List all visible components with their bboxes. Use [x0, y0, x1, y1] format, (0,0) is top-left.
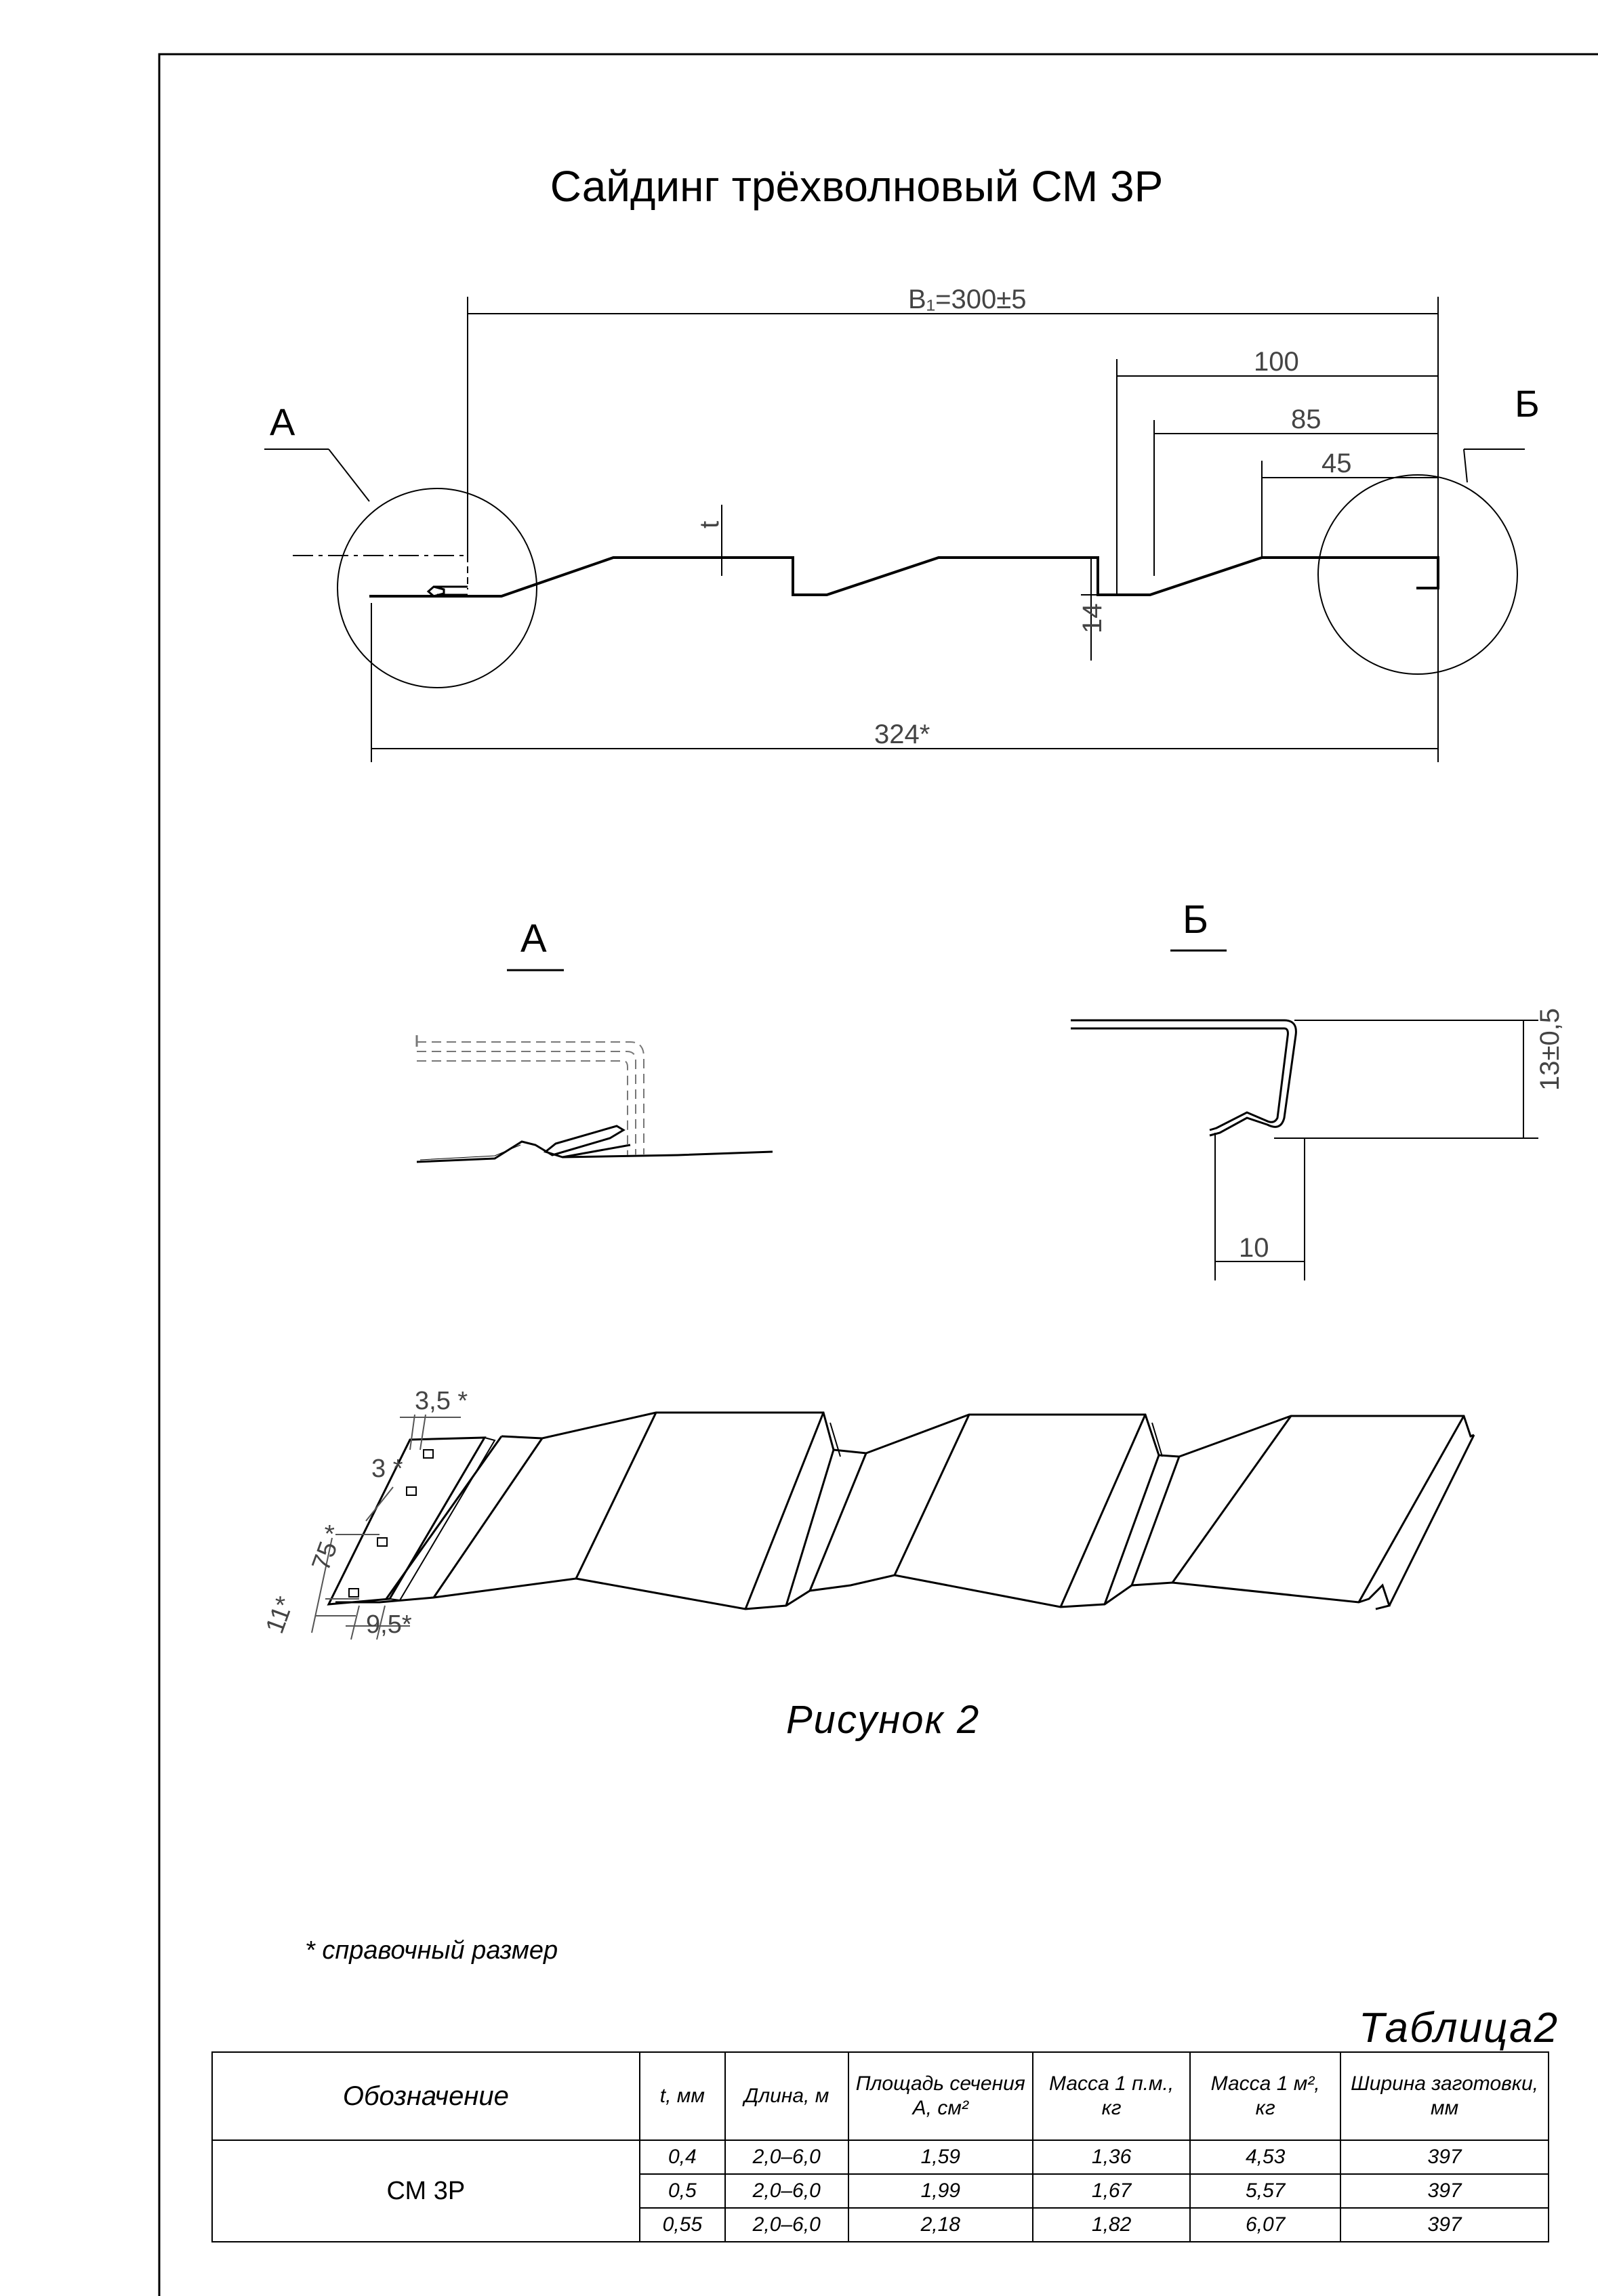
cell-length: 2,0–6,0 — [724, 2173, 849, 2209]
iso-dim-3: 3 * — [371, 1455, 403, 1483]
cell-blank: 397 — [1340, 2140, 1549, 2175]
iso-dim-3-5: 3,5 * — [415, 1387, 468, 1415]
table-row: СМ 3Р 0,4 2,0–6,0 1,59 1,36 4,53 397 — [211, 2140, 1549, 2242]
cell-mass-lm: 1,67 — [1032, 2173, 1191, 2209]
detail-b-dims — [1214, 1020, 1538, 1280]
dim-14: 14 — [1078, 604, 1107, 634]
header-mass-m2: Масса 1 м²,кг — [1189, 2051, 1342, 2141]
iso-dim-11: 11* — [261, 1593, 300, 1637]
profile-section — [369, 556, 1439, 598]
dim-324: 324* — [874, 719, 930, 749]
dim-10: 10 — [1239, 1233, 1269, 1263]
cell-mass-m2: 6,07 — [1189, 2207, 1342, 2242]
cell-area: 1,99 — [847, 2173, 1034, 2209]
detail-b-drawing — [1071, 1019, 1297, 1137]
detail-a-drawing — [415, 1035, 773, 1163]
cell-mass-lm: 1,36 — [1032, 2140, 1191, 2175]
header-designation: Обозначение — [211, 2051, 640, 2141]
header-length: Длина, м — [724, 2051, 849, 2141]
dim-100: 100 — [1254, 347, 1299, 377]
cell-blank: 397 — [1340, 2173, 1549, 2209]
dim-t: t — [695, 521, 724, 528]
dim-text: B₁=300±5 100 85 45 t 14 324* — [695, 285, 1352, 749]
sheet-frame — [158, 53, 1598, 2296]
iso-dim-9-5: 9,5* — [366, 1610, 412, 1639]
iso-dims — [311, 1414, 461, 1640]
cell-mass-lm: 1,82 — [1032, 2207, 1191, 2242]
dim-13: 13±0,5 — [1535, 1008, 1565, 1091]
cell-length: 2,0–6,0 — [724, 2140, 849, 2175]
header-t: t, мм — [638, 2051, 726, 2141]
figure-caption: Рисунок 2 — [786, 1698, 981, 1742]
dim-45: 45 — [1322, 448, 1352, 478]
cell-t: 0,5 — [638, 2173, 726, 2209]
page-title: Сайдинг трёхволновый СМ 3Р — [550, 162, 1164, 211]
cell-t: 0,4 — [638, 2140, 726, 2175]
header-blank-width: Ширина заготовки,мм — [1340, 2051, 1549, 2141]
profile-dims — [264, 297, 1525, 762]
table-row: 0,55 2,0–6,0 2,18 1,82 6,07 397 — [212, 2207, 1549, 2242]
cell-t: 0,55 — [638, 2207, 726, 2242]
table-header-row: Обозначение t, мм Длина, м Площадь сечен… — [211, 2051, 1549, 2141]
isometric-view — [327, 1411, 1475, 1610]
callout-a: А — [270, 400, 295, 443]
detail-b-label: Б — [1183, 898, 1208, 942]
header-mass-lm: Масса 1 п.м.,кг — [1032, 2051, 1191, 2141]
dim-b1: B₁=300±5 — [908, 285, 1026, 314]
cell-blank: 397 — [1340, 2207, 1549, 2242]
spec-table: Обозначение t, мм Длина, м Площадь сечен… — [211, 2051, 1549, 2242]
cell-area: 1,59 — [847, 2140, 1034, 2175]
detail-a-label: А — [520, 917, 547, 961]
table-title: Таблица2 — [1359, 2005, 1559, 2051]
table-row: 0,5 2,0–6,0 1,99 1,67 5,57 397 — [212, 2173, 1549, 2209]
iso-dim-75: 75 * — [307, 1522, 350, 1574]
cell-mass-m2: 4,53 — [1189, 2140, 1342, 2175]
dim-85: 85 — [1291, 404, 1322, 434]
cell-area: 2,18 — [847, 2207, 1034, 2242]
footnote: * справочный размер — [305, 1936, 558, 1965]
cell-length: 2,0–6,0 — [724, 2207, 849, 2242]
cell-designation: СМ 3Р — [211, 2140, 640, 2242]
cell-mass-m2: 5,57 — [1189, 2173, 1342, 2209]
callout-b: Б — [1515, 382, 1540, 425]
